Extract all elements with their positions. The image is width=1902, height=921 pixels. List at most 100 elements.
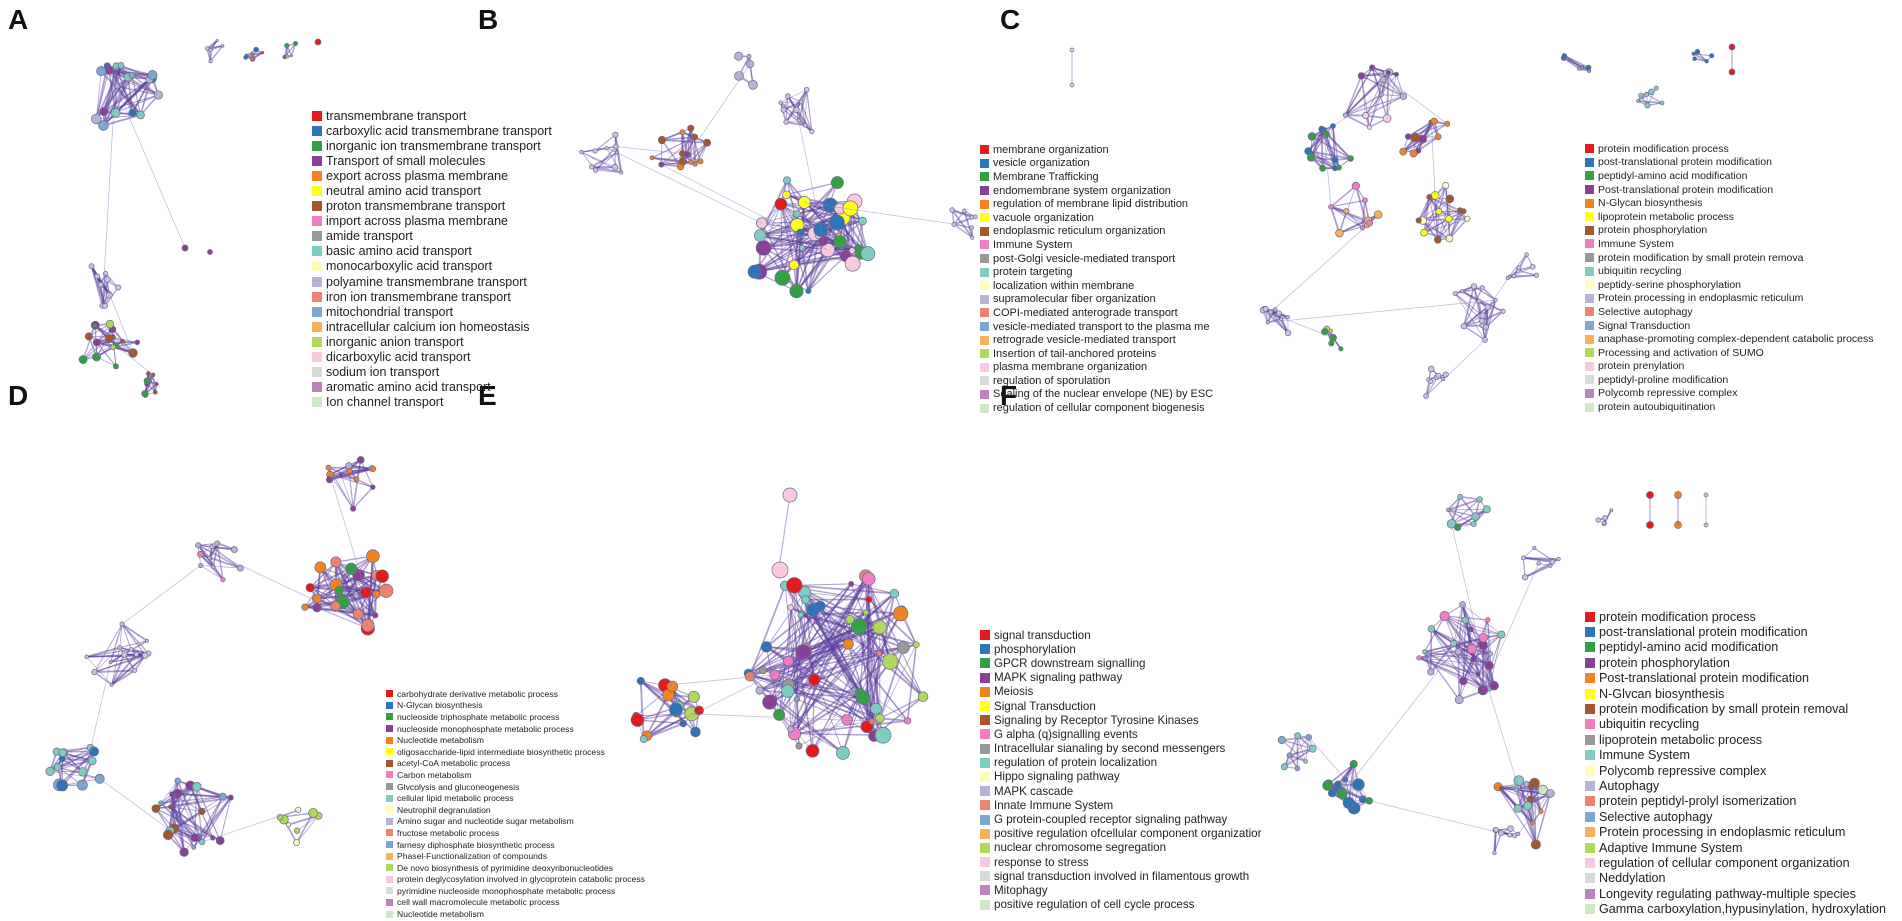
- network-edge: [94, 324, 117, 347]
- network-node: [1322, 780, 1333, 791]
- network-node: [1476, 496, 1483, 503]
- legend-label: regulation of cellular component biogene…: [993, 402, 1205, 415]
- legend-item: nucleoside monophosphate metabolic proce…: [386, 723, 645, 735]
- legend-label: aromatic amino acid transport: [326, 380, 491, 395]
- network-edge: [785, 121, 806, 127]
- network-edge: [62, 750, 95, 760]
- network-edge: [798, 719, 848, 747]
- legend-swatch: [1585, 185, 1594, 195]
- network-node: [809, 128, 815, 135]
- network-node: [793, 210, 801, 218]
- network-edge: [103, 77, 153, 113]
- network-node: [1694, 49, 1701, 55]
- network-node: [208, 59, 213, 64]
- network-node: [687, 690, 700, 703]
- legend-item: protein modification by small protein re…: [1585, 701, 1886, 716]
- network-node: [198, 807, 206, 816]
- legend-swatch: [1585, 719, 1595, 730]
- network-node: [1450, 639, 1458, 647]
- network-edge: [94, 655, 147, 673]
- network-edge: [661, 164, 829, 251]
- network-edge: [1423, 210, 1464, 234]
- legend-item: Insertion of tail-anchored proteins: [980, 347, 1213, 361]
- network-edge: [127, 76, 134, 113]
- network-edge: [796, 109, 824, 241]
- network-edge: [1451, 508, 1488, 525]
- network-edge: [1330, 206, 1341, 234]
- legend-swatch: [1585, 904, 1595, 915]
- legend-item: pyrimidine nucleoside monophosphate meta…: [386, 885, 645, 897]
- network-edge: [1283, 747, 1314, 768]
- legend-swatch: [386, 759, 393, 767]
- network-node: [1513, 804, 1523, 813]
- network-edge: [1281, 736, 1309, 741]
- legend-swatch: [1585, 673, 1595, 684]
- legend-label: dicarboxylic acid transport: [326, 350, 471, 365]
- network-edge: [295, 812, 314, 843]
- network-node: [872, 619, 887, 635]
- legend-swatch: [1585, 688, 1595, 699]
- network-node: [1709, 53, 1715, 59]
- legend-item: nucleoside triphosphate metabolic proces…: [386, 711, 645, 723]
- legend-label: Processing and activation of SUMO: [1598, 346, 1764, 359]
- network-node: [293, 827, 301, 834]
- network-node: [970, 235, 975, 240]
- legend-label: N-Glycan biosynthesis: [397, 700, 483, 711]
- network-node: [1332, 165, 1338, 172]
- network-edge: [94, 647, 121, 673]
- network-edge: [1523, 557, 1553, 563]
- network-node: [697, 158, 704, 165]
- network-node: [311, 593, 322, 604]
- network-node: [154, 381, 159, 387]
- network-node: [1453, 523, 1462, 531]
- legend-label: Glvcolysis and gluconeogenesis: [397, 781, 520, 792]
- legend-swatch: [980, 686, 990, 697]
- network-node: [1538, 808, 1544, 814]
- network-edge: [169, 796, 224, 832]
- network-edge: [1463, 325, 1486, 341]
- network-edge: [1297, 735, 1306, 762]
- network-node: [215, 836, 225, 845]
- network-node: [227, 794, 234, 801]
- network-node: [1404, 133, 1412, 140]
- network-node: [289, 54, 293, 58]
- network-node: [286, 822, 292, 828]
- legend-item: cellular lipid metabolic process: [386, 792, 645, 804]
- legend-swatch: [980, 158, 989, 168]
- network-node: [91, 113, 102, 125]
- network-node: [253, 46, 259, 53]
- network-node: [215, 38, 219, 42]
- network-node: [1427, 625, 1436, 633]
- network-node: [1342, 112, 1349, 118]
- network-node: [1470, 520, 1477, 528]
- network-node: [102, 302, 108, 309]
- legend-swatch: [980, 715, 990, 726]
- network-node: [1457, 207, 1463, 214]
- legend-swatch: [980, 828, 990, 839]
- legend-label: ubiquitin recycling: [1599, 717, 1700, 732]
- legend-item: MAPK cascade: [980, 784, 1261, 798]
- network-edge: [219, 797, 232, 841]
- legend-label: peptidy-serine phosphorylation: [1598, 278, 1742, 291]
- network-edge: [595, 152, 618, 171]
- network-edge: [1524, 565, 1551, 578]
- network-edge: [121, 623, 147, 657]
- legend-item: regulation of protein localization: [980, 756, 1261, 770]
- network-edge: [1369, 800, 1502, 834]
- network-edge: [780, 204, 783, 278]
- legend-item: Amino sugar and nucleotide sugar metabol…: [386, 816, 645, 828]
- network-node: [1492, 850, 1497, 856]
- network-node: [121, 651, 128, 658]
- network-edge: [120, 64, 153, 80]
- network-node: [1489, 681, 1499, 691]
- network-node: [312, 602, 322, 613]
- network-node: [375, 569, 389, 583]
- legend-item: ubiquitin recycling: [1585, 717, 1886, 732]
- network-edge: [102, 74, 133, 126]
- legend-label: regulation of protein localization: [994, 756, 1158, 770]
- network-edge: [1457, 651, 1461, 700]
- legend-item: membrane organization: [980, 143, 1213, 157]
- network-edge: [1308, 736, 1364, 800]
- network-edge: [616, 152, 762, 224]
